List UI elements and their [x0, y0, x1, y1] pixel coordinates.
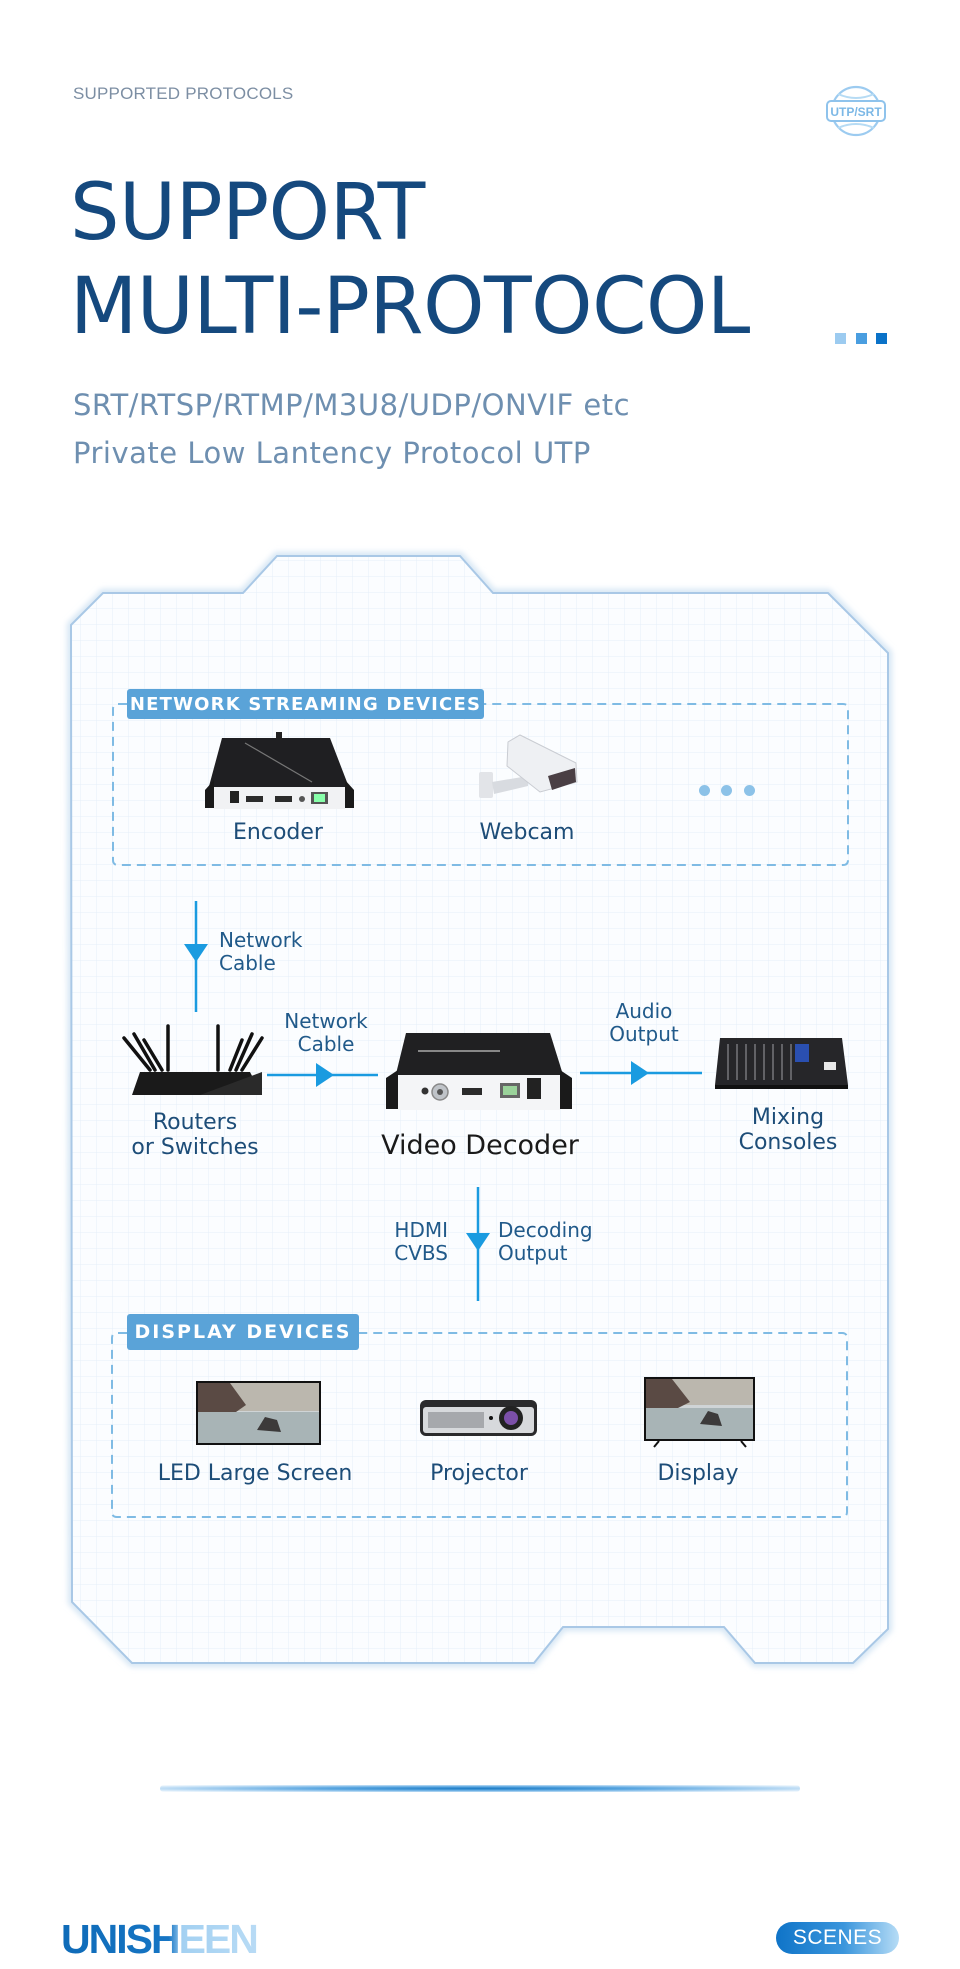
link-label-decoding-output: Decoding Output	[498, 1218, 593, 1266]
mixer-label-line2: Consoles	[738, 1130, 838, 1156]
led-screen-icon	[196, 1381, 321, 1445]
decor-square-1	[835, 333, 846, 344]
decor-square-3	[876, 333, 887, 344]
link-label-line: Cable	[219, 951, 276, 976]
link-label-line: Audio	[615, 999, 673, 1023]
decoder-label: Video Decoder	[381, 1130, 579, 1161]
link-label-router-to-decoder: Network Cable	[270, 1009, 382, 1057]
link-label-line: CVBS	[394, 1241, 448, 1266]
led-screen-label: LED Large Screen	[157, 1461, 353, 1486]
brand-logo: UNISHEEN	[61, 1916, 259, 1962]
router-label: Routers or Switches	[110, 1110, 280, 1161]
router-label-line2: or Switches	[131, 1135, 259, 1161]
router-icon	[122, 1024, 264, 1095]
link-label-line: HDMI	[394, 1218, 448, 1242]
tv-display-icon	[644, 1377, 755, 1448]
mixing-console-icon	[715, 1038, 848, 1089]
link-label-audio-output: Audio Output	[590, 999, 698, 1047]
video-decoder-icon	[386, 1033, 572, 1110]
badge-text: UTP/SRT	[830, 105, 882, 119]
display-group-border	[111, 1332, 848, 1518]
private-protocol-note: Private Low Lantency Protocol UTP	[73, 436, 591, 470]
projector-label: Projector	[430, 1461, 528, 1486]
section-eyebrow: SUPPORTED PROTOCOLS	[73, 84, 294, 103]
footer-divider	[160, 1785, 800, 1792]
encoder-label: Encoder	[233, 820, 323, 845]
more-dot-2	[721, 785, 732, 796]
scenes-tag[interactable]: SCENES	[776, 1922, 899, 1954]
display-label: Display	[657, 1461, 739, 1486]
link-label-to-router: Network Cable	[219, 928, 303, 976]
link-label-line: Output	[498, 1241, 568, 1266]
webcam-icon	[479, 734, 578, 798]
more-dots-icon	[699, 785, 710, 796]
projector-icon	[420, 1400, 537, 1436]
decor-square-2	[856, 333, 867, 344]
arrowhead-right-1	[316, 1063, 334, 1087]
link-label-line: Cable	[297, 1032, 355, 1057]
display-group-title: DISPLAY DEVICES	[127, 1314, 359, 1350]
mixer-label-line1: Mixing	[751, 1105, 825, 1130]
arrowhead-right-2	[631, 1061, 649, 1085]
mixer-label: Mixing Consoles	[718, 1105, 858, 1156]
arrowhead-down-1	[184, 944, 208, 962]
encoder-device-icon	[205, 732, 354, 809]
more-dot-3	[744, 785, 755, 796]
link-label-line: Network	[219, 928, 303, 952]
link-label-hdmi-cvbs: HDMI CVBS	[380, 1218, 448, 1266]
webcam-label: Webcam	[479, 820, 575, 845]
page-title-line2: MULTI-PROTOCOL	[70, 262, 750, 352]
globe-protocol-icon: UTP/SRT	[826, 85, 886, 137]
protocol-list: SRT/RTSP/RTMP/M3U8/UDP/ONVIF etc	[73, 388, 631, 422]
router-label-line1: Routers	[152, 1110, 238, 1135]
link-label-line: Output	[609, 1022, 679, 1047]
streaming-group-title: NETWORK STREAMING DEVICES	[127, 689, 484, 719]
arrowhead-down-2	[466, 1233, 490, 1251]
link-label-line: Decoding	[498, 1218, 593, 1242]
page-title-line1: SUPPORT	[70, 168, 425, 258]
link-label-line: Network	[284, 1009, 368, 1033]
